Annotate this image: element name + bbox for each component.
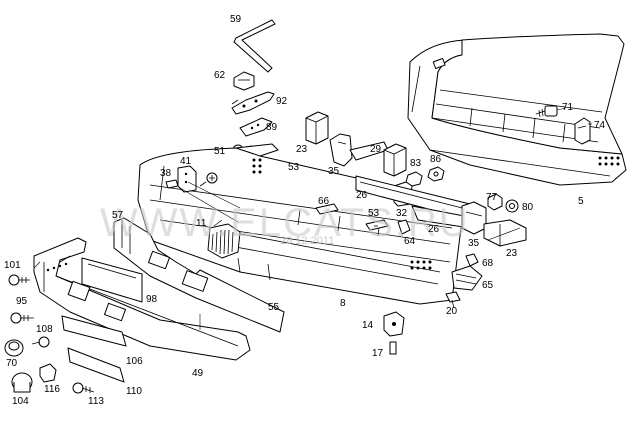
screw-38 [165,179,179,189]
label-62: 62 [214,70,226,81]
strip-110 [67,347,125,383]
nut-68 [465,253,479,267]
screw-53 [199,172,218,187]
plug-70 [4,339,24,357]
label-51: 51 [214,146,226,157]
label-77: 77 [486,192,498,203]
label-35-left: 35 [328,166,340,177]
label-65: 65 [482,280,494,291]
mount-35-left [329,133,353,167]
label-70: 70 [6,358,18,369]
label-49: 49 [192,368,204,379]
label-38: 38 [160,168,172,179]
trim-strip-59 [233,19,276,73]
leader-lines [33,107,592,330]
strip-106 [61,315,127,347]
label-53-upper: 53 [288,162,300,173]
label-20: 20 [446,306,458,317]
label-29: 29 [370,144,382,155]
nut-86 [427,166,445,182]
strip-part-29 [349,141,389,161]
label-32: 32 [396,208,408,219]
label-41: 41 [180,156,192,167]
screw-101 [8,274,30,286]
bracket-66 [315,203,339,215]
label-110: 110 [126,386,142,397]
clip-74 [574,117,591,145]
label-26-lower: 26 [428,224,440,235]
screw-71 [535,105,558,118]
clip-17 [389,341,397,355]
label-35-right: 35 [468,238,480,249]
clip-116 [39,363,57,383]
screw-95 [10,312,34,324]
part-labels: 59 62 92 89 51 23 29 83 86 71 74 41 38 5… [4,14,606,407]
label-64: 64 [404,236,416,247]
grille-11 [207,223,241,259]
label-23-right: 23 [506,248,518,259]
label-86: 86 [430,154,442,165]
label-113: 113 [88,396,104,407]
label-5: 5 [578,196,584,207]
bracket-62 [233,71,255,91]
label-71: 71 [562,102,574,113]
bracket-92 [231,91,275,115]
nut-77 [487,193,503,211]
clip-64 [397,219,411,235]
bracket-98 [81,257,143,303]
screw-113 [72,382,95,394]
screw-108 [31,336,50,348]
label-11: 11 [196,218,207,229]
label-95: 95 [16,296,28,307]
label-59: 59 [230,14,242,25]
label-8: 8 [340,298,346,309]
grille-65 [451,265,483,291]
label-98: 98 [146,294,158,305]
label-55: 55 [268,302,280,313]
label-101: 101 [4,260,21,271]
label-74: 74 [594,120,606,131]
label-17: 17 [372,348,384,359]
label-92: 92 [276,96,288,107]
mount-23-left [305,111,329,145]
label-66: 66 [318,196,330,207]
label-23-left: 23 [296,144,308,155]
mount-35-right [461,201,487,235]
front-cover-49 [33,237,251,361]
mount-29 [383,143,407,177]
label-104: 104 [12,396,29,407]
label-83: 83 [410,158,422,169]
plug-104 [11,372,33,393]
clip-53-inner [365,219,389,231]
clip-41 [177,165,197,193]
label-14: 14 [362,320,374,331]
watermark-text: WWW.ELCATS.RU [100,201,470,245]
label-108: 108 [36,324,53,335]
label-116: 116 [44,384,60,395]
bracket-14 [383,311,405,337]
label-57: 57 [112,210,124,221]
bolt-20 [445,291,461,309]
label-26-upper: 26 [356,190,368,201]
label-53-inner: 53 [368,208,380,219]
label-68: 68 [482,258,494,269]
mount-23-right [483,219,527,247]
watermark-date: 28.12.2011 [280,235,334,247]
absorber-57 [113,217,285,333]
label-80: 80 [522,202,534,213]
bracket-89 [239,117,273,137]
nut-80 [505,199,519,213]
label-106: 106 [126,356,143,367]
label-89: 89 [266,122,278,133]
